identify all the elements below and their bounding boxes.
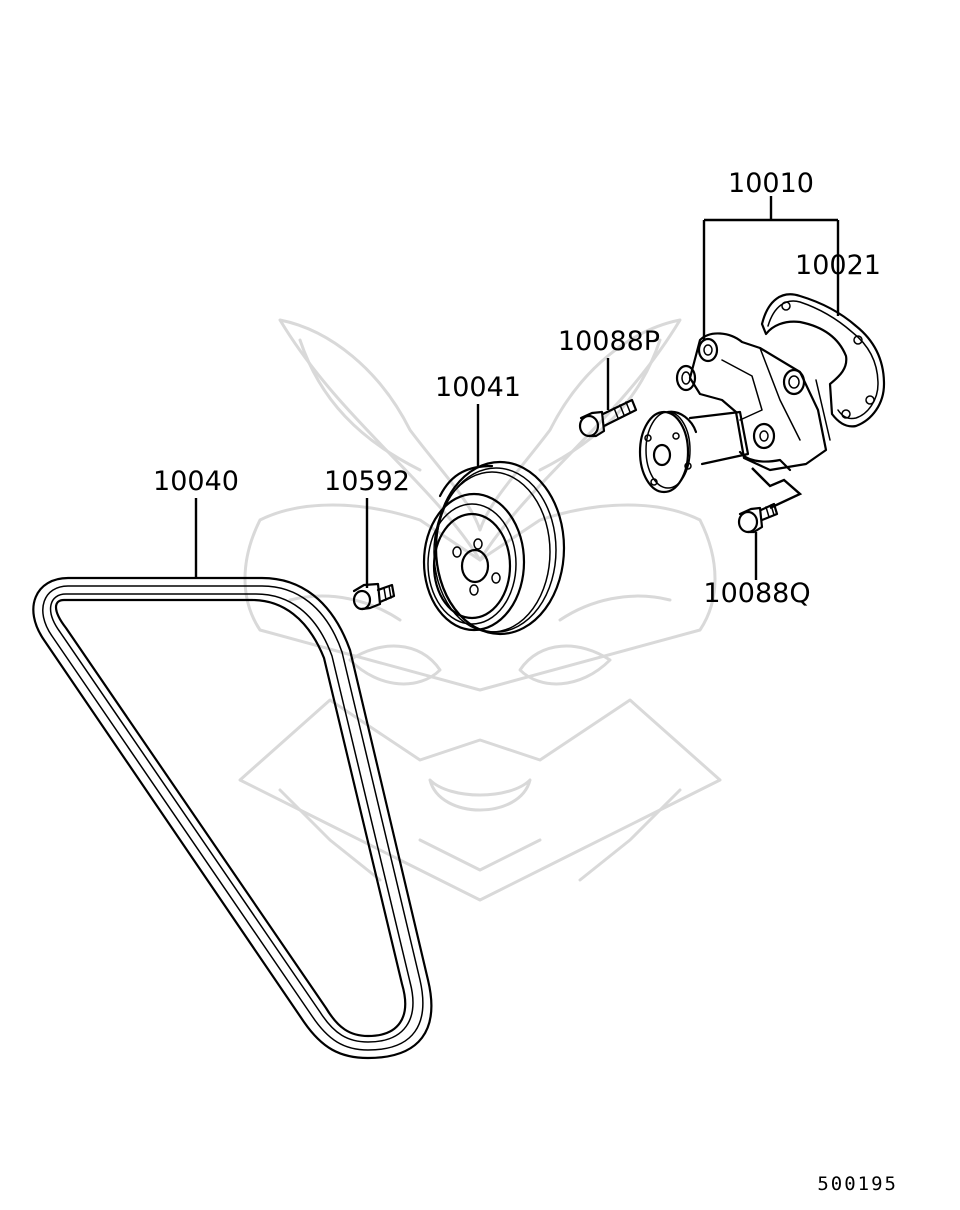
label-10088q[interactable]: 10088Q xyxy=(703,578,810,609)
water-pump[interactable] xyxy=(638,332,831,494)
leader-lines xyxy=(194,196,840,588)
bolt-10088q[interactable] xyxy=(737,502,779,534)
bolt-10088p[interactable] xyxy=(578,398,638,438)
part-labels: 10010 10021 10088P 10041 10040 10592 100… xyxy=(153,168,898,1195)
label-10010[interactable]: 10010 xyxy=(728,168,814,199)
label-10040[interactable]: 10040 xyxy=(153,466,239,497)
label-10592[interactable]: 10592 xyxy=(324,466,410,497)
crank-pulley[interactable] xyxy=(422,460,566,636)
diagram-id: 500195 xyxy=(817,1173,898,1195)
samurai-helmet-icon xyxy=(238,318,722,902)
label-10041[interactable]: 10041 xyxy=(435,372,521,403)
label-10021[interactable]: 10021 xyxy=(795,250,881,281)
v-belt[interactable] xyxy=(32,576,433,1060)
gasket[interactable] xyxy=(760,293,886,428)
bolt-10592[interactable] xyxy=(352,582,396,611)
label-10088p[interactable]: 10088P xyxy=(558,326,660,357)
